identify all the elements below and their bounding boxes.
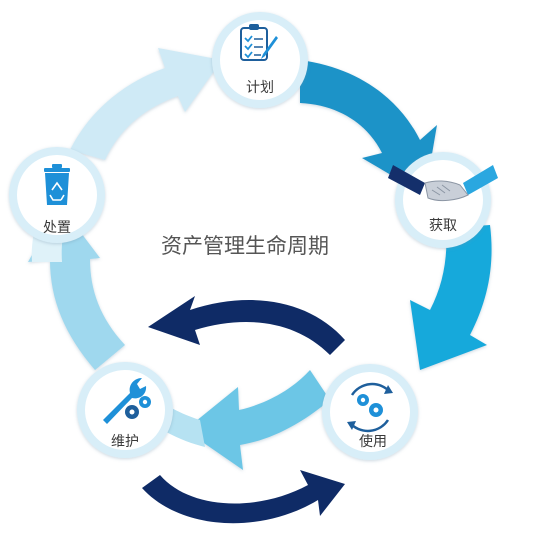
arc-acquire-to-use bbox=[410, 225, 492, 370]
checklist-clipboard-icon bbox=[240, 24, 278, 61]
stage-label-acquire: 获取 bbox=[429, 218, 457, 234]
stage-node-use[interactable]: 使用 bbox=[322, 364, 418, 460]
center-title: 资产管理生命周期 bbox=[161, 234, 329, 258]
stage-node-maintain[interactable]: 维护 bbox=[77, 362, 173, 458]
stage-node-acquire[interactable]: 获取 bbox=[388, 152, 498, 248]
stage-node-plan[interactable]: 计划 bbox=[212, 12, 308, 108]
dark-arrow-use-to-maintain bbox=[148, 296, 345, 355]
arc-plan-to-acquire bbox=[300, 60, 437, 195]
arc-dispose-to-plan bbox=[70, 48, 222, 160]
handshake-icon bbox=[388, 165, 498, 202]
maintenance-loop-arrows bbox=[142, 296, 345, 524]
stage-label-use: 使用 bbox=[359, 433, 387, 450]
stage-node-dispose[interactable]: 处置 bbox=[9, 147, 105, 243]
recycle-bin-icon bbox=[44, 164, 70, 205]
arc-use-to-maintain bbox=[185, 370, 330, 470]
gear-cycle-icon bbox=[347, 382, 393, 433]
stage-label-maintain: 维护 bbox=[111, 434, 139, 450]
wrench-gears-icon bbox=[103, 378, 151, 424]
dark-arrow-maintain-to-use bbox=[142, 470, 345, 524]
stage-label-plan: 计划 bbox=[246, 80, 274, 96]
stage-label-dispose: 处置 bbox=[43, 220, 71, 236]
